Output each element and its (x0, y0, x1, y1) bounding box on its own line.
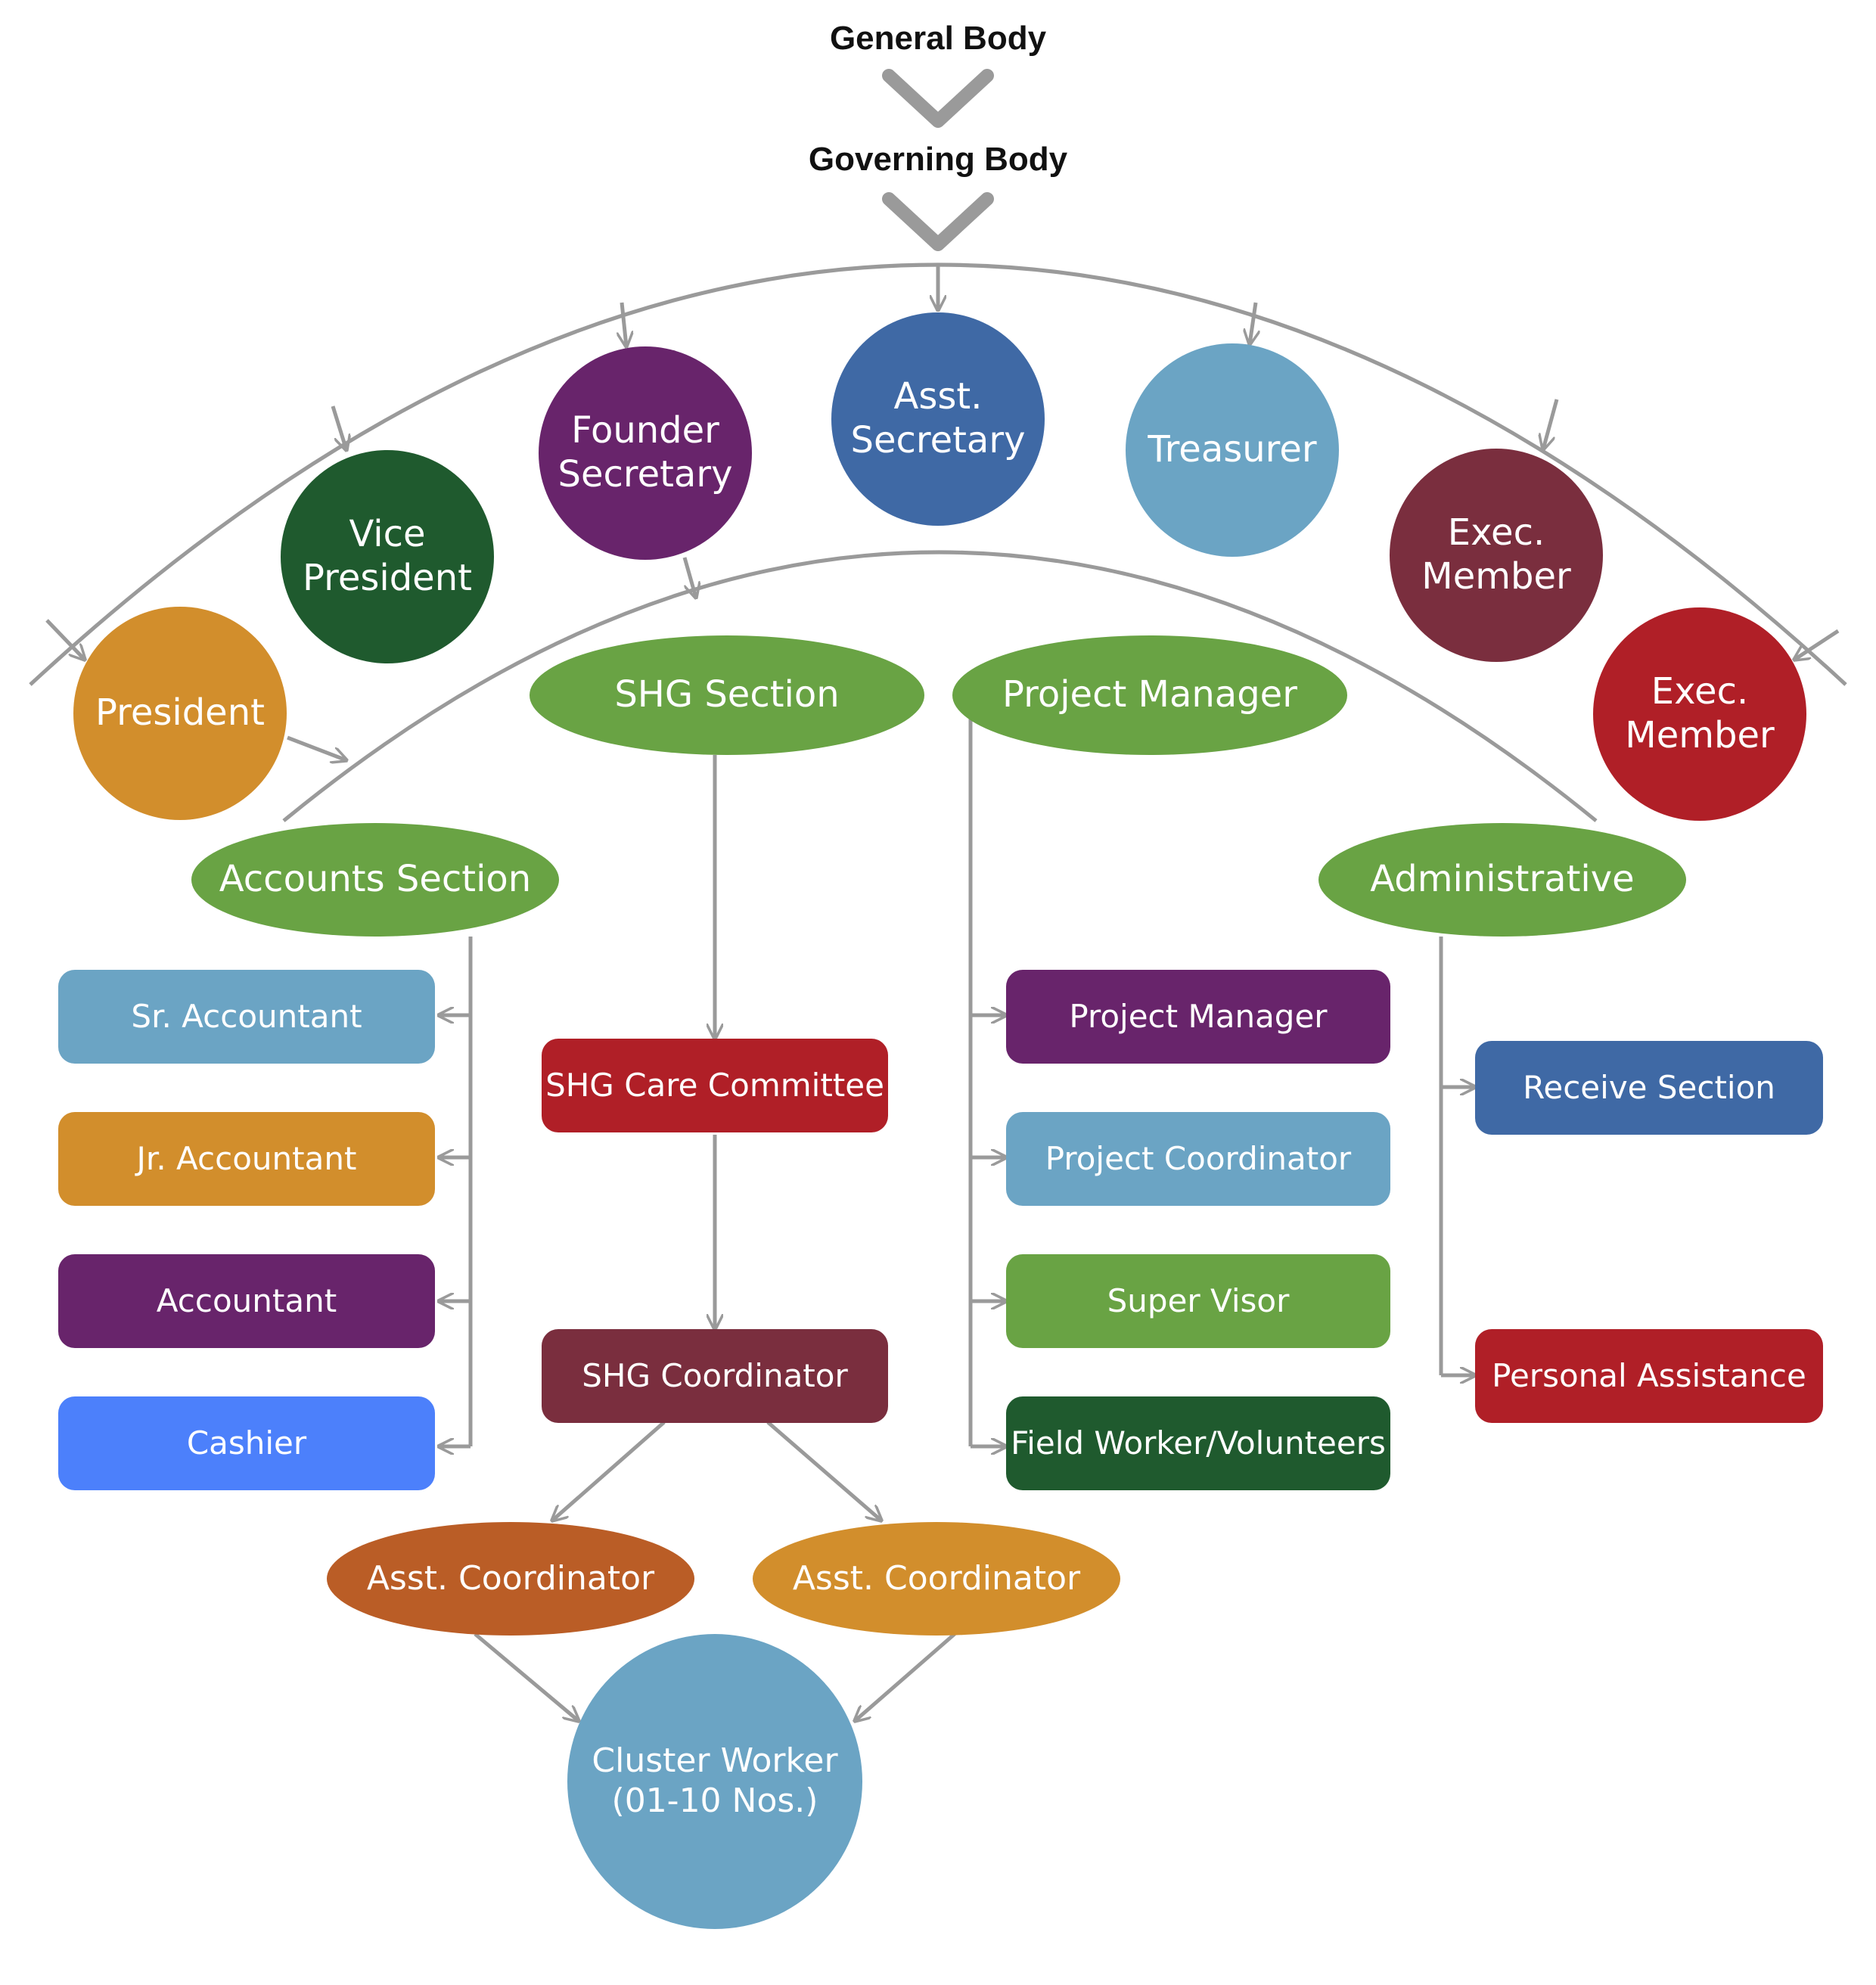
jr-accountant-node: Jr. Accountant (58, 1112, 435, 1206)
project-branches (971, 1015, 1006, 1446)
cashier-node: Cashier (58, 1396, 435, 1490)
shg-care-committee-node: SHG Care Committee (542, 1039, 888, 1132)
treasurer-node: Treasurer (1126, 343, 1339, 557)
personal-assistance-node: Personal Assistance (1475, 1329, 1823, 1423)
founder-secretary-node: Founder Secretary (539, 346, 752, 560)
arrow-president-to-arc (287, 735, 346, 760)
president-node: President (73, 607, 287, 820)
shg-arrows (474, 755, 956, 1721)
outer-arc-connector (29, 262, 1847, 686)
general-body-title: General Body (829, 20, 1047, 57)
sr-accountant-node: Sr. Accountant (58, 970, 435, 1064)
shg-section-node: SHG Section (530, 635, 924, 755)
officer-arrows (45, 266, 1840, 660)
asst-secretary-node: Asst. Secretary (831, 312, 1045, 526)
exec-member-node: Exec. Member (1593, 607, 1806, 821)
inner-arc-connector (282, 550, 1598, 822)
administrative-node: Administrative (1318, 823, 1686, 937)
asst-coordinator-node: Asst. Coordinator (327, 1522, 694, 1636)
project-coordinator-node: Project Coordinator (1006, 1112, 1390, 1206)
governing-body-title: Governing Body (808, 141, 1068, 178)
accounts-branches (439, 1015, 471, 1446)
arrow-founder-to-arc (682, 557, 696, 598)
project-manager-node: Project Manager (1006, 970, 1390, 1064)
chevron-down-icon (882, 69, 994, 128)
admin-branches (1441, 1087, 1475, 1375)
vice-president-node: Vice President (281, 450, 494, 663)
field-worker-node: Field Worker/Volunteers (1006, 1396, 1390, 1490)
shg-coordinator-node: SHG Coordinator (542, 1329, 888, 1423)
super-visor-node: Super Visor (1006, 1254, 1390, 1348)
accountant-node: Accountant (58, 1254, 435, 1348)
project-manager-section-node: Project Manager (952, 635, 1347, 755)
receive-section-node: Receive Section (1475, 1041, 1823, 1135)
cluster-worker-node: Cluster Worker (01-10 Nos.) (567, 1634, 862, 1929)
chevron-down-icon (882, 192, 994, 251)
exec-member-node: Exec. Member (1390, 449, 1603, 662)
asst-coordinator-node: Asst. Coordinator (753, 1522, 1120, 1636)
accounts-section-node: Accounts Section (191, 823, 559, 937)
